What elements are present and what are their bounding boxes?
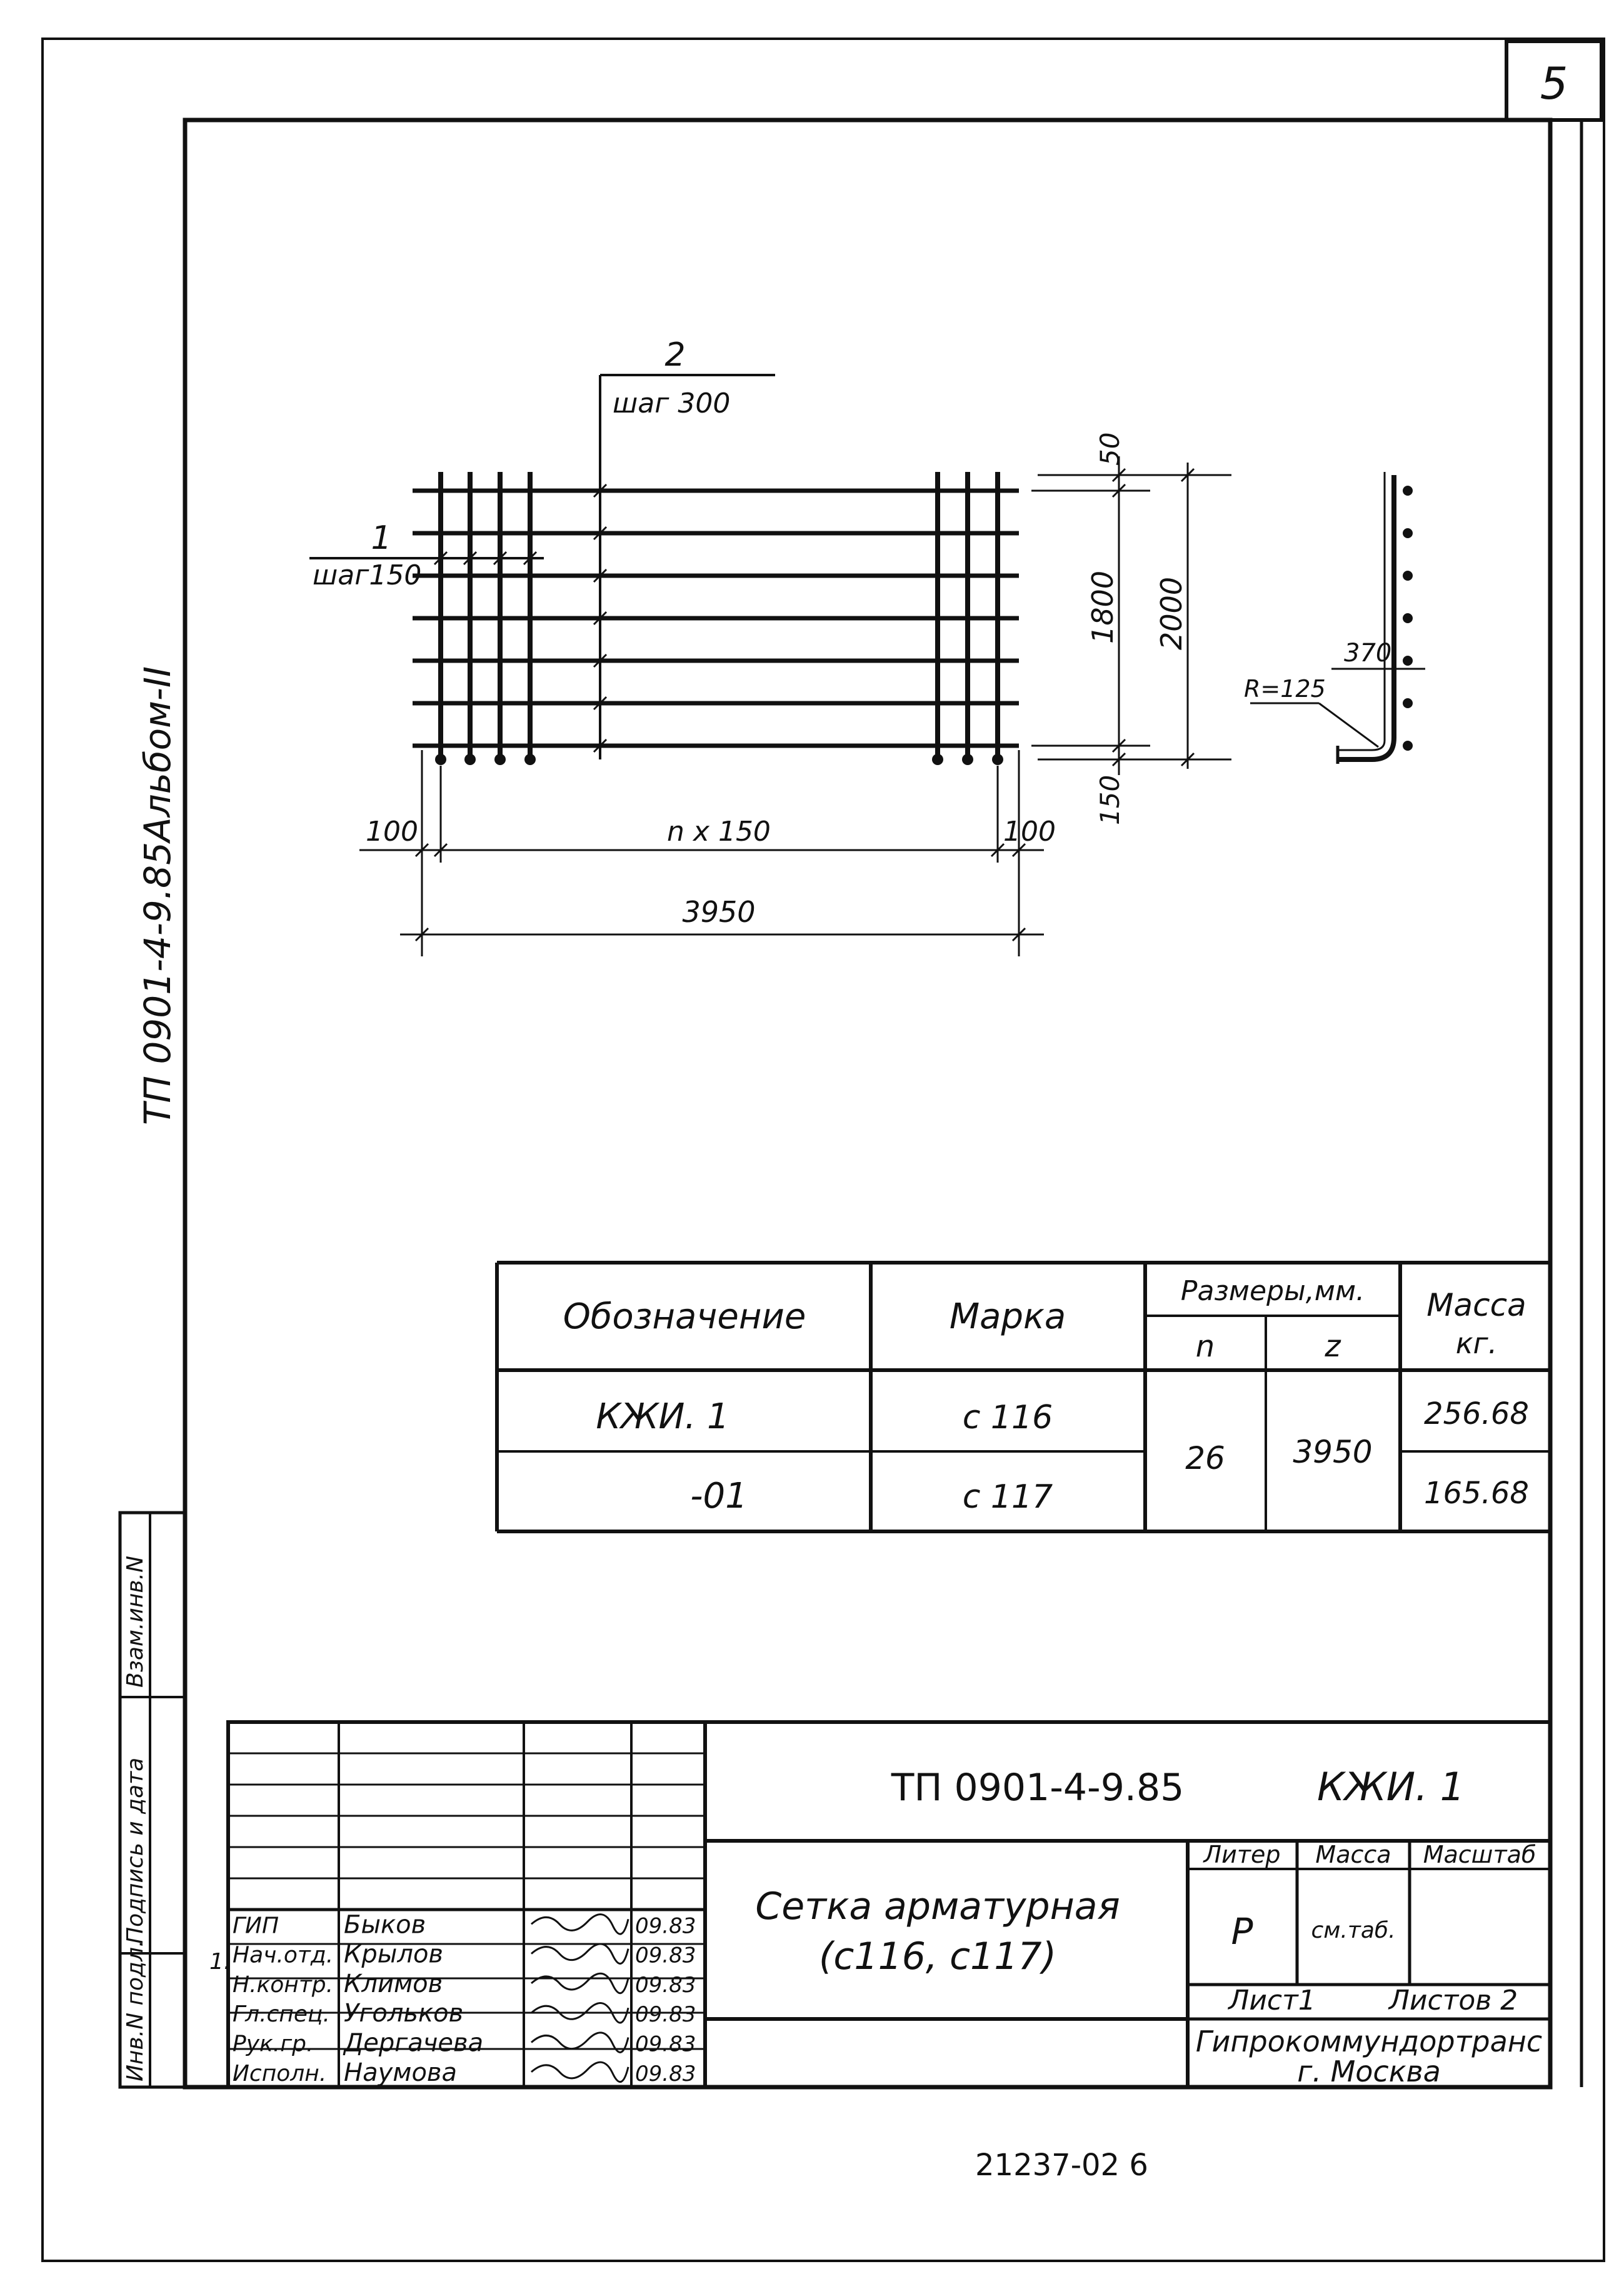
side-dim: 370 <box>1344 639 1391 668</box>
person-role: Н.контр. <box>233 1972 333 1998</box>
title-margin-mark: 1. <box>209 1949 231 1975</box>
signature-mark <box>531 1913 629 1935</box>
person-name: Климов <box>344 1970 443 1998</box>
title-header-mass: Масса <box>1315 1841 1391 1868</box>
person-date: 09.83 <box>635 2061 696 2086</box>
person-date: 09.83 <box>635 1913 696 1938</box>
dim-total: 3950 <box>682 895 755 929</box>
outer-frame <box>41 38 1605 2262</box>
person-date: 09.83 <box>635 1943 696 1968</box>
person-role: Гл.спец. <box>233 2001 330 2027</box>
spec-n-value: 26 <box>1185 1440 1225 1476</box>
spec-header-n: n <box>1196 1329 1215 1364</box>
dim-top: 50 <box>1095 433 1125 466</box>
spec-table <box>495 1261 1550 1533</box>
dim-span: 1800 <box>1086 571 1120 644</box>
spec-row-2-mass: 165.68 <box>1424 1476 1529 1511</box>
dim-height: 2000 <box>1155 577 1188 650</box>
dim-mid: n x 150 <box>667 816 771 848</box>
title-block-grid <box>226 1720 1552 2089</box>
title-name-line-1: Сетка арматурная <box>755 1885 1120 1928</box>
mesh-plan <box>413 375 1019 759</box>
side-stamp: Взам.инв.N Подпись и дата Инв.N подл. <box>118 1511 187 2089</box>
callout-2-position: 2 <box>664 336 685 374</box>
person-date: 09.83 <box>635 2002 696 2027</box>
bottom-code: 21237-02 6 <box>975 2148 1148 2183</box>
person-name: Дергачева <box>343 2029 483 2058</box>
spec-row-2-designation: -01 <box>690 1476 747 1516</box>
title-mass-value: см.таб. <box>1311 1918 1395 1943</box>
signature-mark <box>531 2061 629 2083</box>
dim-right: 100 <box>1003 816 1056 848</box>
signature-mark <box>531 1972 629 1994</box>
title-doc-code: ТП 0901-4-9.85 <box>891 1766 1185 1810</box>
person-name: Быков <box>344 1910 426 1939</box>
person-name: Крылов <box>344 1940 443 1969</box>
title-sheets-label: Листов 2 <box>1388 1985 1518 2016</box>
title-doc-mark: КЖИ. 1 <box>1317 1764 1465 1810</box>
side-document-code: ТП 0901-4-9.85Альбом-II <box>136 666 179 1125</box>
title-sheet-label: Лист1 <box>1227 1985 1316 2016</box>
title-org-city: г. Москва <box>1297 2055 1441 2088</box>
title-name-line-2: (с116, с117) <box>819 1935 1056 1978</box>
spec-header-mass: Масса <box>1426 1287 1526 1323</box>
page-number-box <box>1505 39 1603 122</box>
page-number: 5 <box>1540 58 1568 109</box>
person-name: Наумова <box>344 2058 457 2087</box>
dim-left: 100 <box>366 816 418 848</box>
title-header-scale: Масштаб <box>1423 1841 1536 1868</box>
inv-orig-label: Инв.N подл. <box>123 1940 148 2081</box>
spec-header-mass-unit: кг. <box>1456 1326 1498 1360</box>
spec-header-sizes: Размеры,мм. <box>1181 1275 1365 1307</box>
person-role: Рук.гр. <box>233 2031 313 2057</box>
spec-row-1-mark: с 116 <box>963 1399 1053 1436</box>
person-date: 09.83 <box>635 2032 696 2057</box>
person-date: 09.83 <box>635 1973 696 1998</box>
spec-header-z: z <box>1324 1329 1341 1364</box>
title-org-name: Гипрокоммундортранс <box>1196 2025 1542 2058</box>
spec-row-1-mass: 256.68 <box>1424 1396 1529 1431</box>
mesh-section <box>1336 472 1396 764</box>
spec-z-value: 3950 <box>1293 1434 1372 1470</box>
person-name: Угольков <box>344 1999 463 2028</box>
person-role: Нач.отд. <box>233 1943 333 1968</box>
person-role: Исполн. <box>233 2061 326 2086</box>
dim-bottom: 150 <box>1095 775 1125 825</box>
inv-replace-label: Взам.инв.N <box>123 1556 148 1688</box>
spec-row-1-designation: КЖИ. 1 <box>596 1396 729 1437</box>
mesh-bar-ends <box>435 754 1003 765</box>
spec-row-2-mark: с 117 <box>963 1478 1053 1516</box>
callout-1-step: шаг150 <box>313 559 421 591</box>
spec-header-designation: Обозначение <box>563 1296 806 1337</box>
spec-header-mark: Марка <box>950 1296 1066 1337</box>
callout-2-step: шаг 300 <box>613 388 730 419</box>
signature-mark <box>531 1943 629 1965</box>
person-role: ГИП <box>233 1913 279 1938</box>
title-header-liter: Литер <box>1203 1841 1281 1868</box>
signature-mark <box>531 2031 629 2053</box>
side-radius: R=125 <box>1244 675 1326 703</box>
sign-date-label: Подпись и дата <box>123 1758 148 1944</box>
signature-mark <box>531 2002 629 2024</box>
title-liter-value: Р <box>1231 1910 1253 1953</box>
callout-1-position: 1 <box>371 519 391 557</box>
